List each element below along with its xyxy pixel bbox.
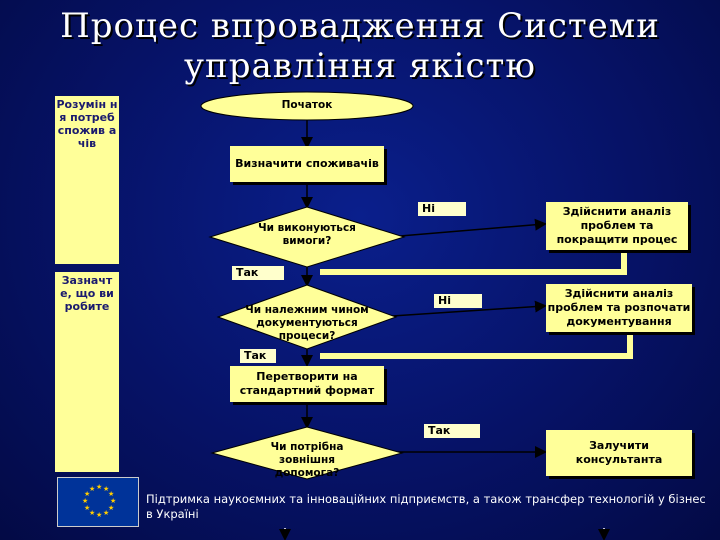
arrow-decision2-action2 xyxy=(391,300,547,317)
sidebar-box-document-label: Зазначт е, що ви робите xyxy=(60,274,114,313)
decision-1-shape xyxy=(208,206,406,268)
svg-text:★: ★ xyxy=(84,490,90,498)
svg-text:★: ★ xyxy=(103,509,109,517)
decision-3-shape xyxy=(210,426,404,480)
action-analyze-document-label: Здійснити аналіз проблем та розпочати до… xyxy=(547,287,691,328)
return-band-1 xyxy=(320,250,627,275)
footer-text: Підтримка наукоємних та інноваційних під… xyxy=(146,492,706,521)
action-hire-consultant-label: Залучити консультанта xyxy=(575,439,663,466)
sidebar-box-document: Зазначт е, що ви робите xyxy=(55,272,119,472)
svg-text:★: ★ xyxy=(108,504,114,512)
decision-1-label: Чи виконуються вимоги? xyxy=(258,222,356,247)
start-label: Початок xyxy=(281,99,333,111)
action-analyze-improve: Здійснити аналіз проблем та покращити пр… xyxy=(546,202,688,250)
sidebar-box-understanding: Розумін ня потреб спожив ачів xyxy=(55,96,119,264)
step-identify-customers: Визначити споживачів xyxy=(230,146,384,182)
svg-text:★: ★ xyxy=(89,485,95,493)
eu-flag-icon: ★ ★ ★ ★ ★ ★ ★ ★ ★ ★ ★ ★ xyxy=(57,477,139,527)
page-title: Процес впровадження Системи управління я… xyxy=(0,6,720,86)
action-hire-consultant: Залучити консультанта xyxy=(546,430,692,476)
svg-text:★: ★ xyxy=(108,490,114,498)
svg-text:★: ★ xyxy=(110,497,116,505)
decision-2-label: Чи належним чином документуються процеси… xyxy=(245,304,369,342)
svg-text:★: ★ xyxy=(82,497,88,505)
decision-2-shape xyxy=(216,284,398,350)
title-line-1: Процес впровадження Системи xyxy=(60,6,660,46)
return-band-2 xyxy=(320,330,633,359)
step-standard-format: Перетворити на стандартний формат xyxy=(230,366,384,402)
title-line-2: управління якістю xyxy=(184,46,536,86)
sidebar-box-understanding-label: Розумін ня потреб спожив ачів xyxy=(56,98,118,150)
svg-text:★: ★ xyxy=(89,509,95,517)
decision-3-label: Чи потрібна зовнішня допомога? xyxy=(270,441,344,479)
decision-3-yes-label: Так xyxy=(424,424,480,438)
svg-text:★: ★ xyxy=(84,504,90,512)
start-shape xyxy=(200,91,414,121)
decision-2-no-label: Ні xyxy=(434,294,482,308)
step-standard-format-label: Перетворити на стандартний формат xyxy=(239,370,375,397)
svg-text:★: ★ xyxy=(96,511,102,519)
decision-2-yes-label: Так xyxy=(240,349,276,363)
action-analyze-document: Здійснити аналіз проблем та розпочати до… xyxy=(546,284,692,332)
svg-text:★: ★ xyxy=(103,485,109,493)
decision-1-no-label: Ні xyxy=(418,202,466,216)
decision-1-yes-label: Так xyxy=(232,266,284,280)
step-identify-customers-label: Визначити споживачів xyxy=(235,157,379,170)
arrow-decision1-action1 xyxy=(399,218,547,237)
svg-text:★: ★ xyxy=(96,483,102,491)
action-analyze-improve-label: Здійснити аналіз проблем та покращити пр… xyxy=(556,205,678,246)
